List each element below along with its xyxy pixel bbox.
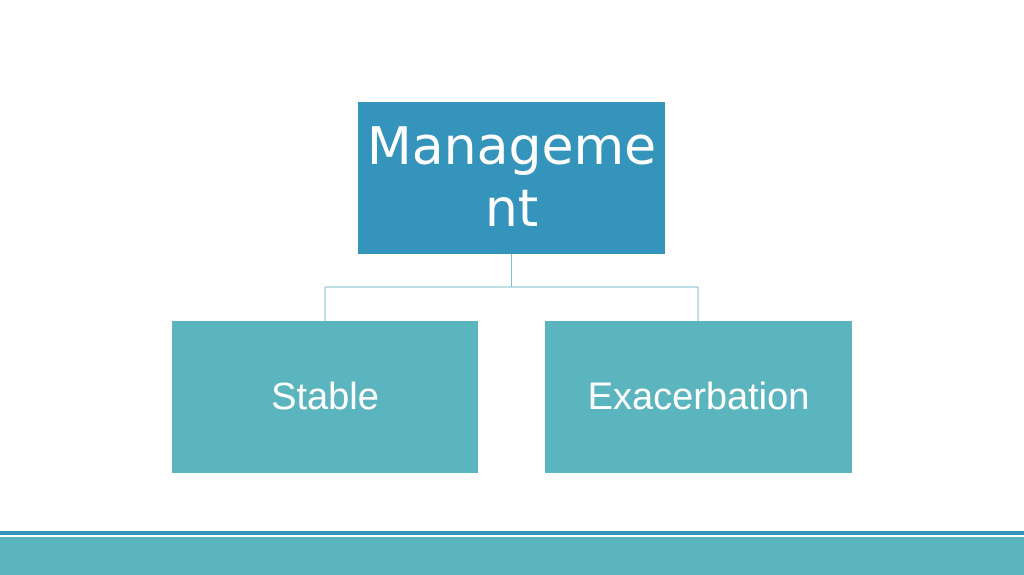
management-label: Management <box>366 117 657 239</box>
footer-accent-line <box>0 531 1024 535</box>
stable-label: Stable <box>271 375 379 418</box>
exacerbation-node: Exacerbation <box>545 321 852 473</box>
management-node: Management <box>358 102 665 254</box>
stable-node: Stable <box>172 321 478 473</box>
exacerbation-label: Exacerbation <box>587 375 810 418</box>
footer-band <box>0 537 1024 575</box>
